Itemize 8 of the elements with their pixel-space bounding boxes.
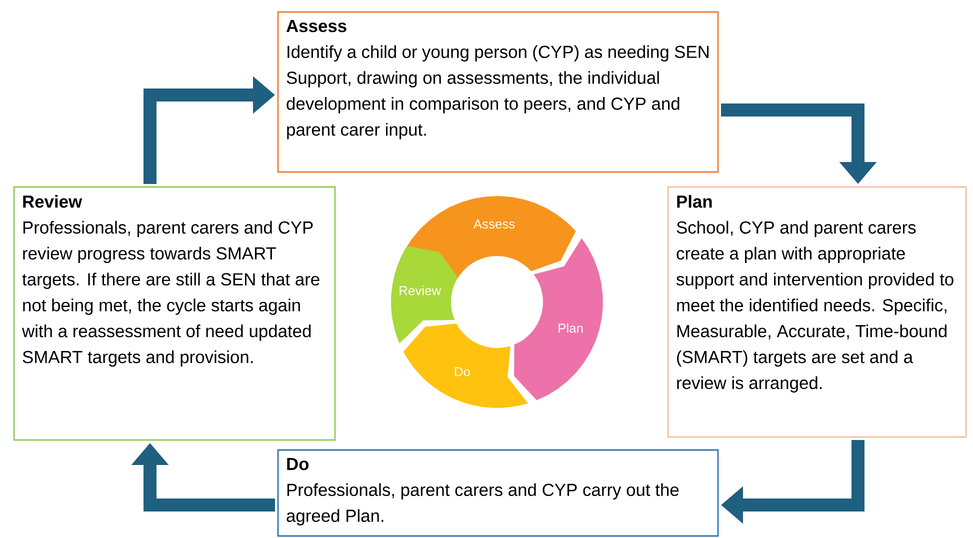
cycle-segment: Review: [391, 246, 458, 344]
cycle-segment: Assess: [405, 196, 576, 279]
text-box: Review Professionals, parent carers and CYP review progress towards SMART targets. If there are still a SEN that are not being met, the cycle starts again with a reassessment of need updated SMART targets and provision.: [13, 186, 336, 441]
cycle-segment: Plan: [514, 238, 603, 400]
text-box: Plan School, CYP and parent carers create a plan with appropriate support and intervention provided to meet the identified needs. Specific, Measurable, Accurate, Time-bound (SMART) targets are set and a review is arranged.: [667, 186, 967, 438]
text-box: Assess Identify a child or young person (CYP) as needing SEN Support, drawing on assessments, the individual development in comparison to peers, and CYP and parent carer input.: [277, 11, 719, 173]
cycle-segment: Do: [403, 324, 528, 408]
text-box: Do Professionals, parent carers and CYP carry out the agreed Plan.: [277, 449, 719, 537]
